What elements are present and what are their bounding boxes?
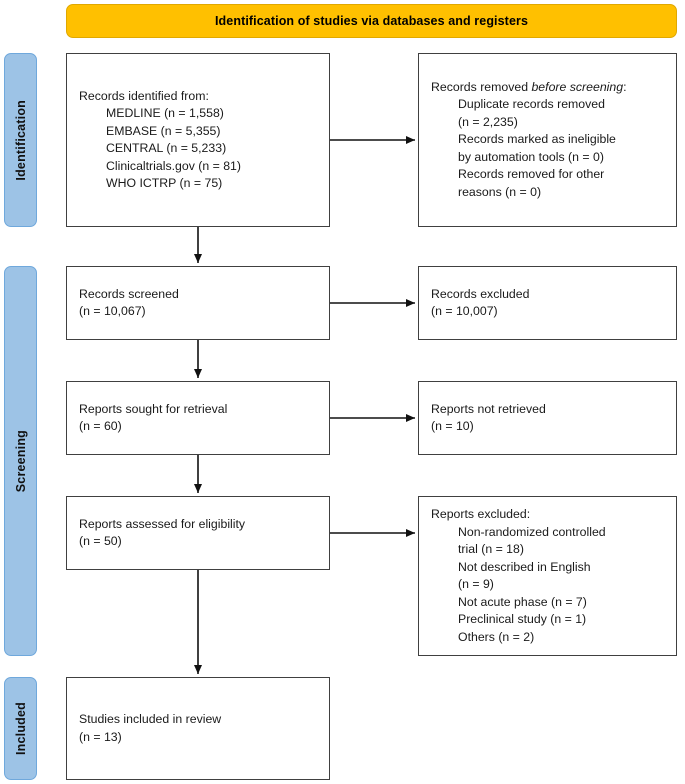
box-records-screened: Records screened (n = 10,067) — [66, 266, 330, 340]
records-identified-source-whoictrp: WHO ICTRP (n = 75) — [106, 176, 223, 190]
stage-label-screening: Screening — [4, 266, 37, 656]
studies-included-label: Studies included in review — [79, 712, 222, 726]
reports-excluded-language-line2: (n = 9) — [458, 577, 494, 591]
records-identified-source-central: CENTRAL (n = 5,233) — [106, 141, 227, 155]
reports-sought-label: Reports sought for retrieval — [79, 401, 228, 416]
box-reports-excluded: Reports excluded: Non-randomized control… — [418, 496, 677, 656]
reports-assessed-count: (n = 50) — [79, 534, 122, 548]
records-removed-title-pre: Records removed — [431, 79, 532, 94]
box-reports-sought: Reports sought for retrieval (n = 60) — [66, 381, 330, 455]
records-identified-source-clinicaltrials: Clinicaltrials.gov (n = 81) — [106, 158, 241, 173]
records-screened-label: Records screened — [79, 286, 179, 301]
box-studies-included: Studies included in review (n = 13) — [66, 677, 330, 780]
box-reports-assessed: Reports assessed for eligibility (n = 50… — [66, 496, 330, 570]
box-records-excluded: Records excluded (n = 10,007) — [418, 266, 677, 340]
records-identified-title: Records identified from: — [79, 88, 209, 103]
reports-excluded-nonrandomized-line2: trial (n = 18) — [458, 542, 524, 556]
reports-excluded-others: Others (n = 2) — [458, 629, 535, 644]
records-removed-title: Records removed before screening: — [431, 79, 664, 97]
records-identified-source-medline: MEDLINE (n = 1,558) — [106, 106, 224, 120]
diagram-header-title: Identification of studies via databases … — [214, 14, 529, 28]
reports-excluded-preclinical: Preclinical study (n = 1) — [458, 612, 587, 626]
records-removed-automation-line1: Records marked as ineligible — [458, 132, 616, 147]
box-reports-not-retrieved: Reports not retrieved (n = 10) — [418, 381, 677, 455]
stage-label-identification-text: Identification — [13, 99, 28, 181]
reports-excluded-language-line1: Not described in English — [458, 559, 591, 574]
diagram-header-banner: Identification of studies via databases … — [66, 4, 677, 38]
reports-not-retrieved-count: (n = 10) — [431, 419, 474, 433]
box-records-identified: Records identified from: MEDLINE (n = 1,… — [66, 53, 330, 227]
records-identified-source-embase: EMBASE (n = 5,355) — [106, 123, 221, 138]
records-removed-automation-line2: by automation tools (n = 0) — [458, 149, 604, 164]
records-removed-title-emphasis: before screening — [531, 79, 624, 94]
reports-excluded-title: Reports excluded: — [431, 507, 531, 521]
records-removed-other-line1: Records removed for other — [458, 167, 605, 182]
reports-excluded-nonrandomized-line1: Non-randomized controlled — [458, 524, 606, 539]
records-removed-other-line2: reasons (n = 0) — [458, 184, 542, 199]
records-removed-duplicates-count: (n = 2,235) — [458, 114, 518, 129]
reports-assessed-label: Reports assessed for eligibility — [79, 516, 246, 531]
records-excluded-count: (n = 10,007) — [431, 304, 498, 318]
reports-excluded-not-acute-phase: Not acute phase (n = 7) — [458, 594, 587, 609]
studies-included-count: (n = 13) — [79, 729, 122, 744]
reports-not-retrieved-label: Reports not retrieved — [431, 401, 546, 416]
stage-label-included: Included — [4, 677, 37, 780]
stage-label-included-text: Included — [13, 702, 28, 755]
records-screened-count: (n = 10,067) — [79, 304, 146, 318]
stage-label-screening-text: Screening — [13, 429, 28, 493]
records-excluded-label: Records excluded — [431, 286, 530, 301]
box-records-removed: Records removed before screening: Duplic… — [418, 53, 677, 227]
records-removed-title-post: : — [623, 79, 627, 94]
reports-sought-count: (n = 60) — [79, 419, 122, 433]
records-removed-duplicates-label: Duplicate records removed — [458, 97, 605, 112]
stage-label-identification: Identification — [4, 53, 37, 227]
